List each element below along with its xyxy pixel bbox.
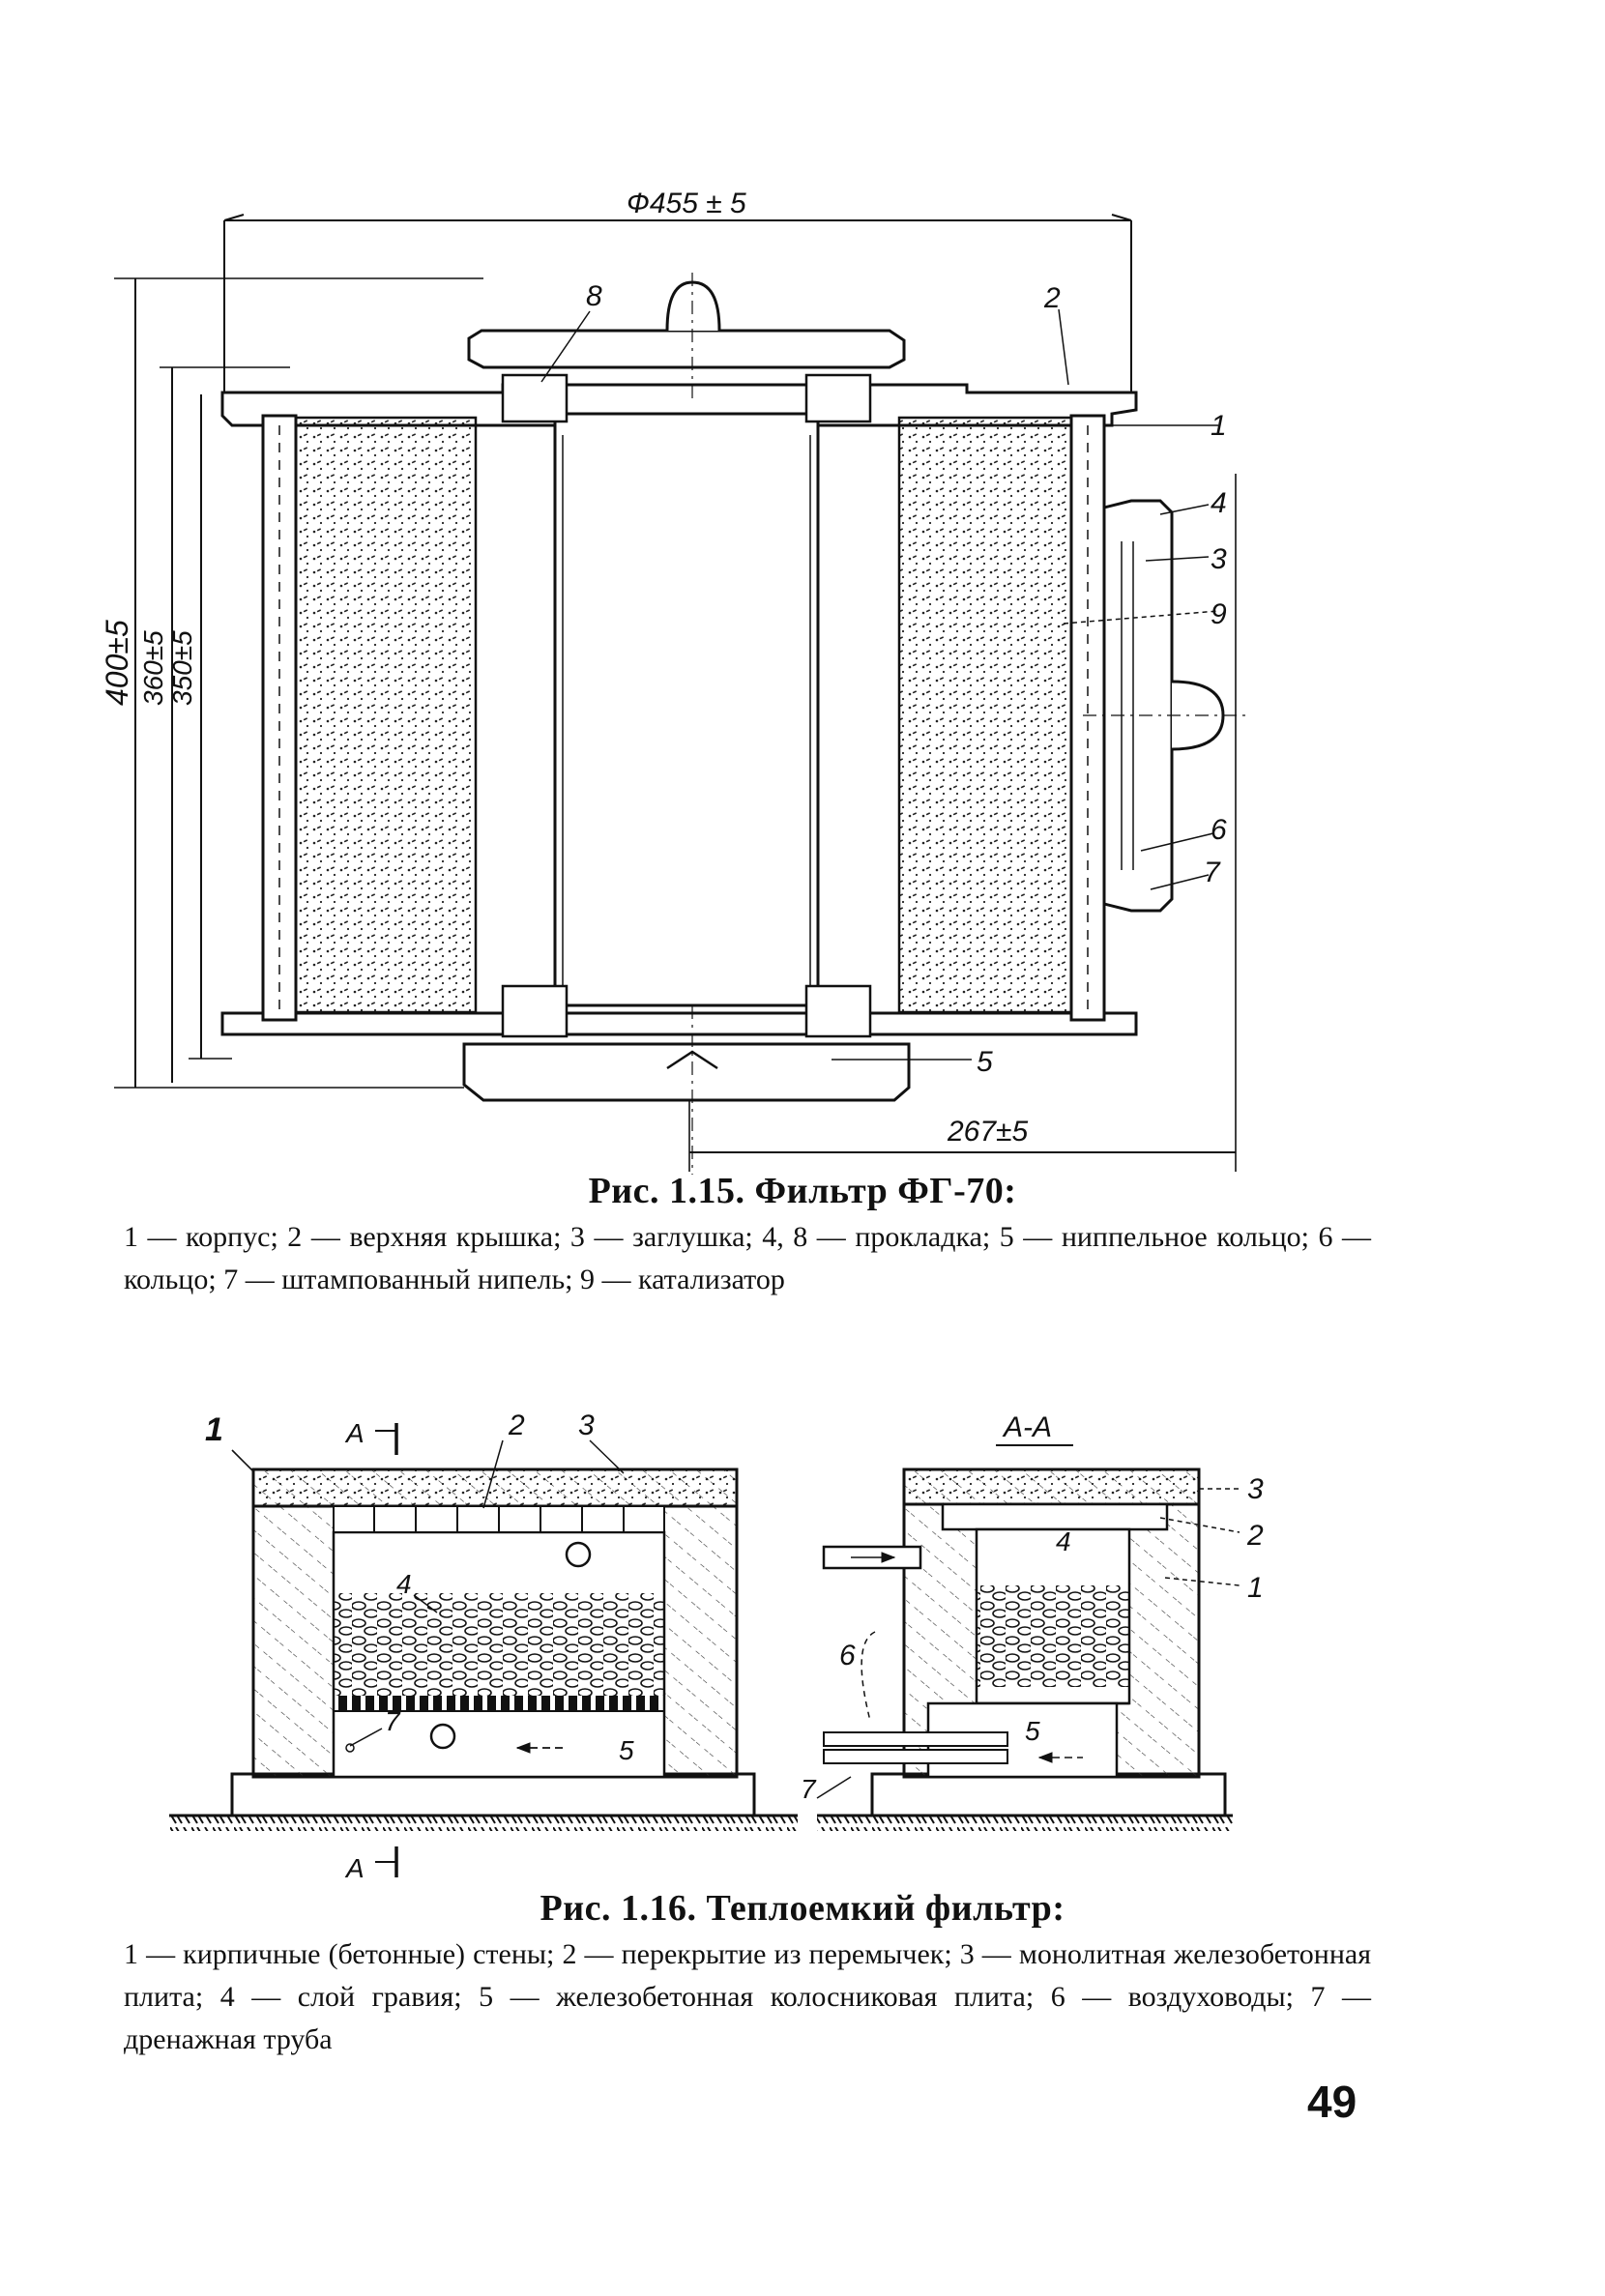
heat-filter-front-view <box>169 1423 798 1877</box>
callout-3-section: 3 <box>1247 1473 1264 1505</box>
dim-offset: 267±5 <box>947 1116 1029 1148</box>
callout-4-front: 4 <box>396 1569 412 1599</box>
callout-3-front: 3 <box>578 1410 595 1441</box>
callout-7: 7 <box>1204 857 1221 888</box>
callout-6: 6 <box>1211 814 1227 846</box>
callout-7-section: 7 <box>801 1774 817 1804</box>
page-number: 49 <box>1307 2077 1357 2127</box>
callout-7-front: 7 <box>385 1706 401 1736</box>
callout-1-front: 1 <box>205 1411 223 1448</box>
filter-fg70-labels: Ф455 ± 5 400±5 360±5 350±5 267±5 8 2 1 4… <box>100 188 1227 1148</box>
callout-2-section: 2 <box>1246 1520 1264 1552</box>
filter-fg70-drawing <box>114 214 1247 1175</box>
callout-2-front: 2 <box>508 1410 525 1441</box>
callout-2: 2 <box>1043 282 1061 314</box>
dim-height-inner: 350±5 <box>167 630 197 706</box>
callout-5-section: 5 <box>1025 1716 1040 1746</box>
section-mark-bottom: А <box>344 1853 365 1883</box>
heat-filter-section-view <box>816 1444 1240 1831</box>
dim-diameter: Ф455 ± 5 <box>627 188 746 219</box>
callout-4: 4 <box>1211 487 1227 519</box>
callout-5: 5 <box>977 1046 993 1078</box>
callout-5-front: 5 <box>619 1735 634 1765</box>
dim-height-total: 400±5 <box>100 620 134 706</box>
section-mark-top: А <box>344 1418 365 1448</box>
callout-4-section: 4 <box>1056 1526 1071 1556</box>
callout-9: 9 <box>1211 598 1227 630</box>
callout-1-section: 1 <box>1247 1572 1264 1604</box>
dim-height-mid: 360±5 <box>138 630 168 706</box>
callout-8: 8 <box>586 280 602 312</box>
figure-1-16-legend: 1 — кирпичные (бетонные) стены; 2 — пере… <box>124 1938 1371 2055</box>
figure-1-16-title: Рис. 1.16. Теплоемкий фильтр: <box>540 1888 1065 1929</box>
figure-1-15-legend: 1 — корпус; 2 — верхняя крышка; 3 — загл… <box>124 1221 1371 1295</box>
callout-1: 1 <box>1211 410 1227 442</box>
figure-1-15-title: Рис. 1.15. Фильтр ФГ-70: <box>588 1171 1017 1211</box>
callout-6-section: 6 <box>839 1640 856 1671</box>
section-title: А-А <box>1002 1411 1052 1443</box>
callout-3: 3 <box>1211 543 1227 575</box>
heat-filter-labels: 1 А 2 3 4 7 5 А А-А 3 2 1 4 6 5 7 <box>205 1410 1264 1883</box>
